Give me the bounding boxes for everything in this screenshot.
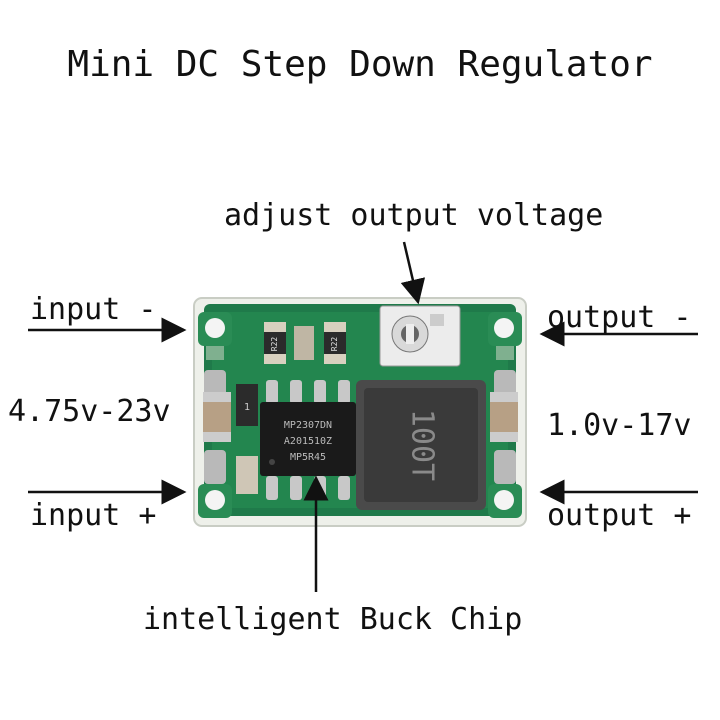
inductor-label: 100T xyxy=(405,409,440,481)
buck-chip-label: intelligent Buck Chip xyxy=(143,602,523,637)
buck-chip: MP2307DN A201510Z MP5R45 xyxy=(260,402,356,476)
potentiometer xyxy=(379,305,461,367)
mount-holes xyxy=(198,312,522,518)
inductor: 100T xyxy=(356,380,486,510)
input-capacitor xyxy=(203,392,231,442)
input-minus-label: input - xyxy=(30,292,157,327)
chip-marking-2: A201510Z xyxy=(284,436,332,447)
chip-marking-3: MP5R45 xyxy=(290,452,326,463)
output-plus-label: output + xyxy=(547,498,692,533)
page-title: Mini DC Step Down Regulator xyxy=(67,44,653,85)
output-range-label: 1.0v-17v xyxy=(547,408,692,443)
input-range-label: 4.75v-23v xyxy=(8,394,171,429)
resistor-2-label: R22 xyxy=(330,337,339,352)
resistor-2: R22 xyxy=(324,322,346,364)
adjust-voltage-label: adjust output voltage xyxy=(224,198,604,233)
input-plus-label: input + xyxy=(30,498,157,533)
annotation-arrows xyxy=(28,241,698,592)
diode: 1 xyxy=(236,384,258,426)
resistor-1-label: R22 xyxy=(270,337,279,352)
resistor-1: R22 xyxy=(264,322,286,364)
output-minus-label: output - xyxy=(547,300,692,335)
chip-marking-1: MP2307DN xyxy=(284,420,332,431)
diode-label: 1 xyxy=(244,402,250,413)
output-capacitor xyxy=(490,392,518,442)
